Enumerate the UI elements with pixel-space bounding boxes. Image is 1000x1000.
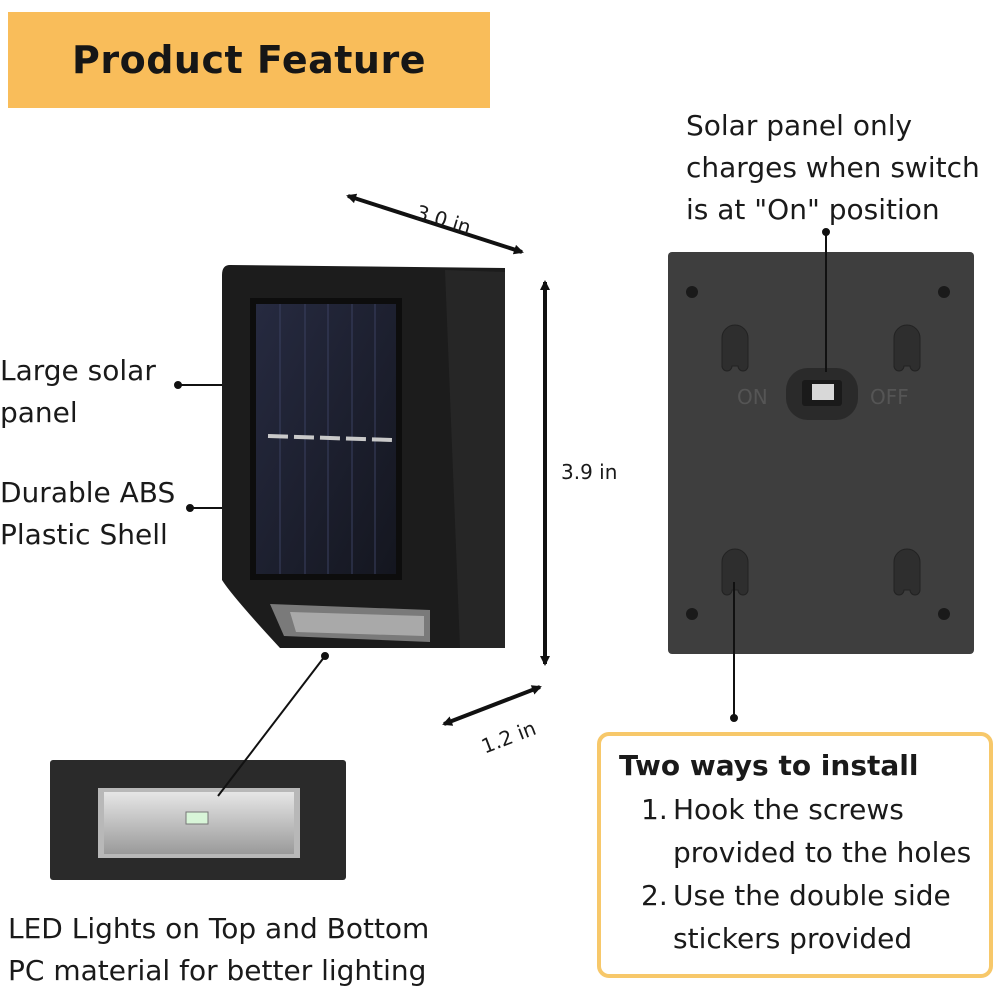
install-title: Two ways to install bbox=[619, 749, 919, 782]
led-label: LED Lights on Top and Bottom PC material… bbox=[8, 912, 430, 987]
led-chip-icon bbox=[185, 811, 209, 825]
switch-off-label: OFF bbox=[870, 385, 909, 409]
install-step-2: 2. Use the double side bbox=[641, 879, 951, 912]
install-step-1-cont: provided to the holes bbox=[673, 836, 972, 869]
switch-note: Solar panel only charges when switch is … bbox=[686, 109, 980, 226]
switch-on-label: ON bbox=[737, 385, 768, 409]
solar-light-back-panel: ON OFF bbox=[668, 252, 974, 654]
led-module-closeup bbox=[50, 760, 346, 880]
shell-label: Durable ABS Plastic Shell bbox=[0, 476, 176, 551]
install-steps: 1. Hook the screws provided to the holes… bbox=[641, 788, 971, 960]
install-step-1: 1. Hook the screws bbox=[641, 793, 904, 826]
power-switch-icon bbox=[812, 384, 834, 400]
install-methods-box: Two ways to install 1. Hook the screws p… bbox=[597, 732, 993, 978]
solar-panel-label: Large solar panel bbox=[0, 354, 156, 429]
height-dimension: 3.9 in bbox=[561, 460, 618, 484]
solar-light-front bbox=[222, 265, 505, 648]
width-arrow bbox=[346, 193, 524, 255]
title-banner: Product Feature bbox=[8, 12, 490, 108]
banner-title: Product Feature bbox=[72, 38, 426, 82]
install-step-2-cont: stickers provided bbox=[673, 922, 913, 955]
depth-arrow bbox=[442, 685, 542, 726]
